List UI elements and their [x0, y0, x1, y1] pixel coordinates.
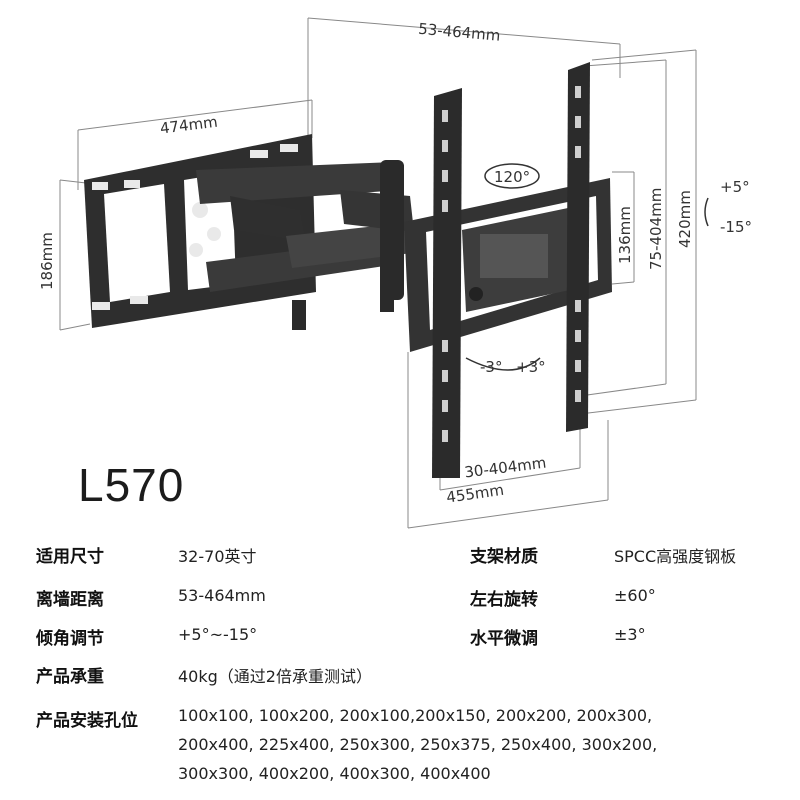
dim-bracket-height-label: 420mm	[676, 190, 694, 248]
dimension-guides	[59, 17, 697, 529]
dim-wall-plate-height-label: 186mm	[38, 232, 56, 290]
spec-value-load: 40kg（通过2倍承重测试）	[178, 667, 372, 686]
level-left-label: -3°	[480, 358, 502, 376]
spec-value-mount-holes-line: 300x300, 400x200, 400x300, 400x400	[178, 764, 491, 783]
product-diagram: 53-464mm 474mm 186mm 120° 30-404mm 455mm…	[38, 17, 752, 529]
tilt-up-label: +5°	[720, 178, 750, 196]
spec-label-load: 产品承重	[36, 667, 104, 687]
spec-label-mount-holes: 产品安装孔位	[36, 711, 138, 731]
swing-arms	[196, 160, 436, 330]
spec-value-mount-holes-line: 100x100, 100x200, 200x100,200x150, 200x2…	[178, 706, 653, 725]
model-name: L570	[78, 459, 185, 511]
spec-value-material: SPCC高强度钢板	[614, 547, 737, 566]
dim-swivel-label: 120°	[494, 168, 530, 186]
spec-value-wall-distance: 53-464mm	[178, 586, 266, 605]
spec-label-tilt: 倾角调节	[36, 629, 104, 649]
rotation-markers	[465, 163, 709, 371]
spec-label-level-adjust: 水平微调	[470, 629, 538, 649]
spec-label-screen-size: 适用尺寸	[36, 547, 104, 567]
dim-pattern-height-label: 75-404mm	[647, 188, 665, 270]
dim-bracket-inner-height-label: 136mm	[616, 206, 634, 264]
spec-value-screen-size: 32-70英寸	[178, 547, 257, 566]
tv-bracket	[404, 62, 612, 478]
dim-bracket-width-label: 455mm	[445, 481, 505, 507]
spec-label-wall-distance: 离墙距离	[36, 590, 104, 610]
dim-pattern-width-label: 30-404mm	[463, 454, 547, 482]
spec-label-material: 支架材质	[470, 547, 538, 567]
spec-value-mount-holes-line: 200x400, 225x400, 250x300, 250x375, 250x…	[178, 735, 658, 754]
level-right-label: +3°	[516, 358, 546, 376]
tilt-down-label: -15°	[720, 218, 752, 236]
spec-value-tilt: +5°~-15°	[178, 625, 258, 644]
dim-depth-label: 53-464mm	[417, 20, 501, 45]
spec-value-swivel: ±60°	[614, 586, 656, 605]
spec-label-swivel: 左右旋转	[470, 590, 538, 610]
spec-value-level-adjust: ±3°	[614, 625, 646, 644]
dim-wall-plate-width-label: 474mm	[159, 113, 219, 138]
